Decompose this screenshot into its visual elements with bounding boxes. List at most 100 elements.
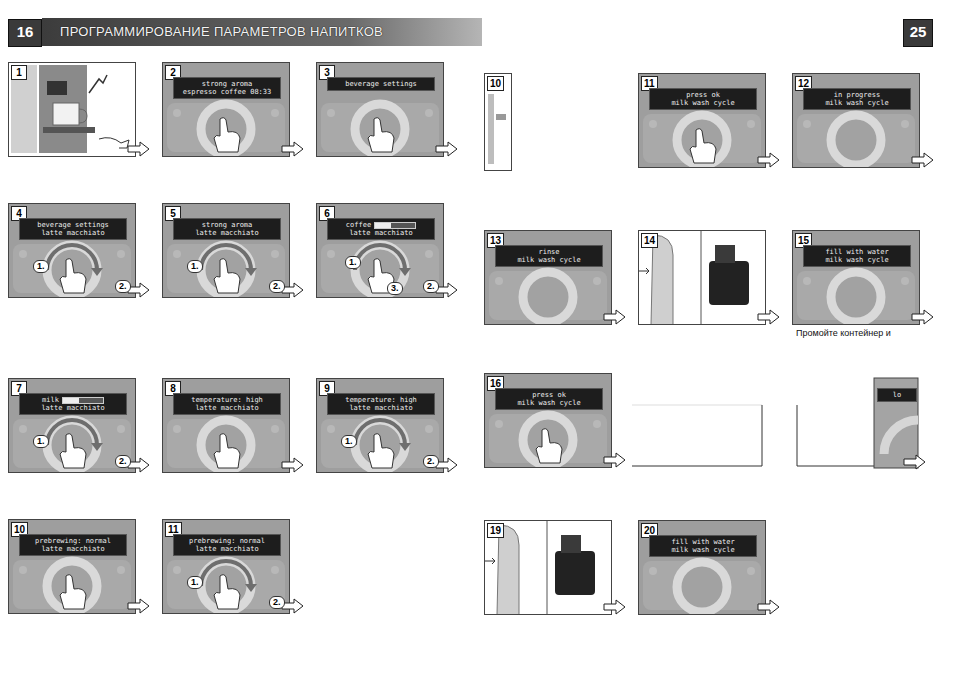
step-panel: 1 <box>8 62 136 157</box>
display-text: temperature: high <box>191 396 263 404</box>
panel-illustration <box>9 63 135 156</box>
level-bar <box>62 397 104 404</box>
display-text: milk wash cycle <box>517 256 580 264</box>
hand-step-marker: 2. <box>269 596 285 609</box>
step-number: 19 <box>487 523 504 538</box>
next-step-arrow <box>758 153 779 167</box>
display-line: beverage settings <box>331 80 431 88</box>
level-bar <box>374 222 416 229</box>
display-text: press ok <box>686 91 720 99</box>
step-panel: 16press okmilk wash cycle <box>484 373 612 468</box>
step-panel: 12in progressmilk wash cycle <box>792 73 920 168</box>
lcd-display: press okmilk wash cycle <box>495 388 603 410</box>
hand-step-marker: 2. <box>115 280 131 293</box>
step-panel: 2strong aromaespresso coffee 08:33 <box>162 62 290 157</box>
hand-step-marker: 1. <box>341 435 357 448</box>
step-panel: 8temperature: highlatte macchiato <box>162 378 290 473</box>
display-line: temperature: high <box>177 396 277 404</box>
display-text: strong aroma <box>202 80 253 88</box>
title-band <box>42 18 482 46</box>
display-line: milk wash cycle <box>499 256 599 264</box>
display-line: temperature: high <box>331 396 431 404</box>
next-step-arrow <box>604 453 625 467</box>
display-text: press ok <box>532 391 566 399</box>
lcd-display: fill with watermilk wash cycle <box>649 535 757 557</box>
display-text: temperature: high <box>345 396 417 404</box>
display-text: milk <box>42 396 59 404</box>
step-panel: 14 <box>638 230 766 325</box>
lcd-display: milklatte macchiato <box>19 393 127 415</box>
display-text: espresso coffee 08:33 <box>183 88 272 96</box>
display-text: latte macchiato <box>41 404 104 412</box>
display-line: latte macchiato <box>23 404 123 412</box>
step-panel: 10 <box>484 73 512 171</box>
lcd-display: temperature: highlatte macchiato <box>173 393 281 415</box>
display-text: latte macchiato <box>195 229 258 237</box>
display-line: latte macchiato <box>177 545 277 553</box>
display-line: milk wash cycle <box>499 399 599 407</box>
display-text: latte macchiato <box>349 229 412 237</box>
next-step-arrow <box>604 600 625 614</box>
next-step-arrow <box>436 283 457 297</box>
display-line: coffee <box>331 221 431 229</box>
display-text: milk wash cycle <box>671 546 734 554</box>
display-text: latte macchiato <box>349 404 412 412</box>
display-line: fill with water <box>653 538 753 546</box>
next-step-arrow <box>436 142 457 156</box>
lcd-display: coffeelatte macchiato <box>327 218 435 240</box>
display-line: milk wash cycle <box>653 546 753 554</box>
display-line: prebrewing: normal <box>23 537 123 545</box>
hand-step-marker: 3. <box>387 282 403 295</box>
display-text: milk wash cycle <box>517 399 580 407</box>
display-line: strong aroma <box>177 80 277 88</box>
next-step-arrow <box>758 310 779 324</box>
display-text: beverage settings <box>37 221 109 229</box>
next-step-arrow <box>904 455 925 469</box>
display-line: milk wash cycle <box>807 256 907 264</box>
step-number: 14 <box>641 233 658 248</box>
display-text: latte macchiato <box>195 545 258 553</box>
display-text: rinse <box>538 248 559 256</box>
display-line: latte macchiato <box>23 229 123 237</box>
step-panel: 51.2.strong aromalatte macchiato <box>162 203 290 298</box>
display-text: strong aroma <box>202 221 253 229</box>
step-panel: 61.3.2.coffeelatte macchiato <box>316 203 444 298</box>
step-panel: 19 <box>484 520 612 615</box>
hand-step-marker: 1. <box>187 576 203 589</box>
step-panel: 111.2.prebrewing: normallatte macchiato <box>162 519 290 614</box>
page-number: 25 <box>903 19 933 47</box>
hand-step-marker: 2. <box>423 280 439 293</box>
display-text: latte macchiato <box>195 404 258 412</box>
lcd-display: prebrewing: normallatte macchiato <box>19 534 127 556</box>
display-line: fill with water <box>807 248 907 256</box>
next-step-arrow <box>282 599 303 613</box>
display-line: milk wash cycle <box>653 99 753 107</box>
hand-step-marker: 2. <box>269 280 285 293</box>
display-line: latte macchiato <box>331 229 431 237</box>
step-number: 1 <box>11 65 27 80</box>
next-step-arrow <box>282 458 303 472</box>
next-step-arrow <box>282 142 303 156</box>
display-line: strong aroma <box>177 221 277 229</box>
display-line: in progress <box>807 91 907 99</box>
display-line: prebrewing: normal <box>177 537 277 545</box>
display-text: beverage settings <box>345 80 417 88</box>
display-text: latte macchiato <box>41 229 104 237</box>
lcd-display: rinsemilk wash cycle <box>495 245 603 267</box>
step-panel: 10prebrewing: normallatte macchiato <box>8 519 136 614</box>
display-line: lo <box>881 391 913 399</box>
lcd-display: beverage settings <box>327 77 435 91</box>
step-panel: 91.2.temperature: highlatte macchiato <box>316 378 444 473</box>
step-panel: 41.2.beverage settingslatte macchiato <box>8 203 136 298</box>
hand-step-marker: 1. <box>187 260 203 273</box>
lcd-display: temperature: highlatte macchiato <box>327 393 435 415</box>
hand-step-marker: 1. <box>345 256 361 269</box>
step-panel: 15fill with watermilk wash cycle <box>792 230 920 325</box>
step-panel: 13rinsemilk wash cycle <box>484 230 612 325</box>
next-step-arrow <box>912 153 933 167</box>
display-line: espresso coffee 08:33 <box>177 88 277 96</box>
hand-step-marker: 1. <box>33 435 49 448</box>
display-text: in progress <box>834 91 880 99</box>
lcd-display: fill with watermilk wash cycle <box>803 245 911 267</box>
lcd-display: in progressmilk wash cycle <box>803 88 911 110</box>
